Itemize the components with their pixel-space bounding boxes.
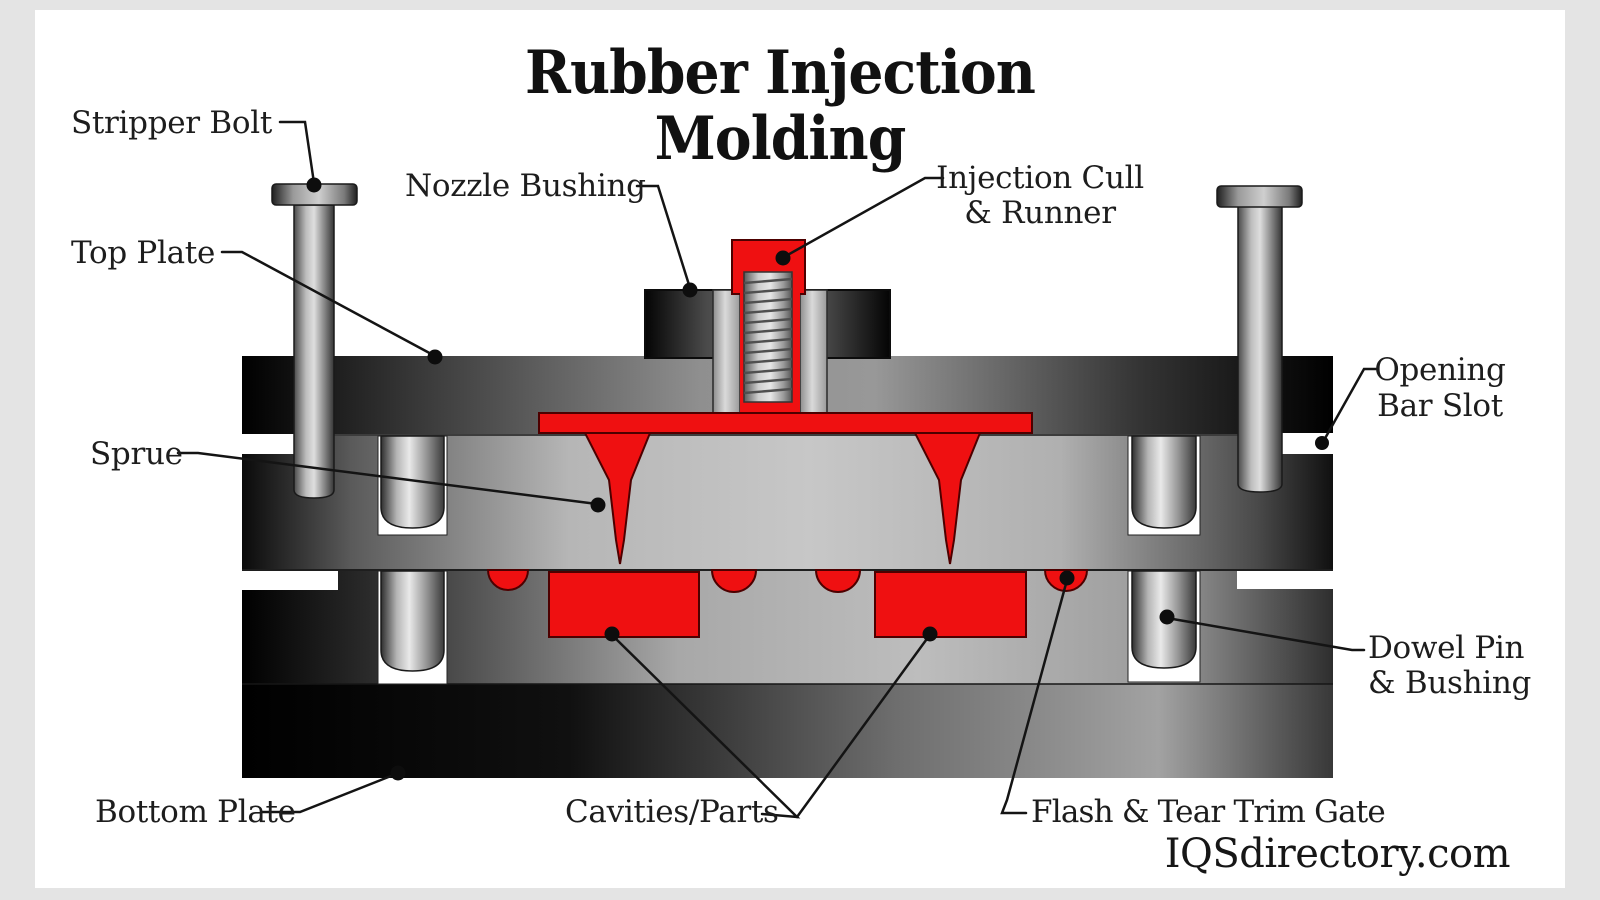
gate-bump-1 [486,569,530,591]
dot-flash-gate [1059,570,1075,586]
leader-cavities-right [795,634,931,819]
bushing-sleeve-right [799,289,828,414]
runner-band [538,412,1033,434]
parting-notch-right [1237,571,1333,589]
leader-injection-cull [782,176,945,259]
stripper-bolt-right-shaft [1237,205,1283,493]
watermark-iqsdirectory: IQSdirectory.com [1164,831,1511,877]
leader-bottom-plate [260,772,398,814]
leader-flash-gate [1000,578,1069,815]
leader-opening-bar-slot [1321,367,1380,444]
dot-bottom-plate [390,765,406,781]
dowel-pin-lower-left [380,570,445,672]
stripper-bolt-right-head [1216,185,1303,208]
dot-opening-bar-slot [1315,436,1329,450]
label-dowel-pin-line1: Dowel Pin [1368,630,1525,666]
leader-dowel-pin [1165,616,1366,652]
stripper-bolts [271,183,1303,499]
cavity-part-right [874,571,1027,638]
label-injection-cull-runner: Injection Cull & Runner [930,161,1150,231]
leader-lines [176,120,1380,819]
dot-cavity-left [604,626,620,642]
thread-ridges [743,277,793,395]
label-stripper-bolt: Stripper Bolt [70,105,272,141]
dot-nozzle-bushing [682,282,698,298]
diagram-title: Rubber Injection Molding [525,38,1036,174]
dot-dowel-pin [1159,609,1175,625]
leader-stripper-bolt [278,120,316,185]
label-nozzle-bushing: Nozzle Bushing [405,168,646,204]
dot-cavity-right [922,626,938,642]
leader-top-plate [220,250,437,358]
dot-sprue [590,497,606,513]
bottom-plate [242,684,1333,778]
leader-dots [306,177,1329,781]
dowel-pins [380,435,1197,672]
bushing-sleeve-left [712,289,741,414]
dowel-pin-upper-right [1131,435,1197,529]
nozzle-thread [743,271,793,403]
parting-notch-left [242,571,338,590]
dot-stripper-bolt [306,177,322,193]
sprue-right [913,432,982,565]
leader-sprue [176,451,599,506]
gate-bump-2 [710,569,758,593]
label-top-plate: Top Plate [71,235,215,271]
dot-injection-cull [775,250,791,266]
dowel-pin-upper-left [380,435,445,529]
label-injection-cull-line2: & Runner [964,195,1116,231]
opening-bar-slot-left [242,434,295,454]
label-opening-bar-slot: Opening Bar Slot [1370,352,1510,424]
label-dowel-pin-line2: & Bushing [1368,665,1532,701]
cavity-part-left [548,571,700,638]
label-sprue: Sprue [90,436,183,472]
label-flash-tear-trim-gate: Flash & Tear Trim Gate [1031,794,1386,830]
label-bottom-plate: Bottom Plate [95,794,296,830]
stripper-bolt-left-shaft [293,204,335,499]
dot-top-plate [427,349,443,365]
label-injection-cull-line1: Injection Cull [936,160,1144,196]
label-dowel-pin-bushing: Dowel Pin & Bushing [1368,630,1532,701]
leader-nozzle-bushing [635,184,692,290]
label-opening-bar-slot-line2: Bar Slot [1377,388,1503,424]
gate-bump-3 [814,569,862,593]
sprue-left [583,432,652,565]
label-cavities-parts: Cavities/Parts [565,794,779,830]
label-opening-bar-slot-line1: Opening [1374,352,1506,388]
